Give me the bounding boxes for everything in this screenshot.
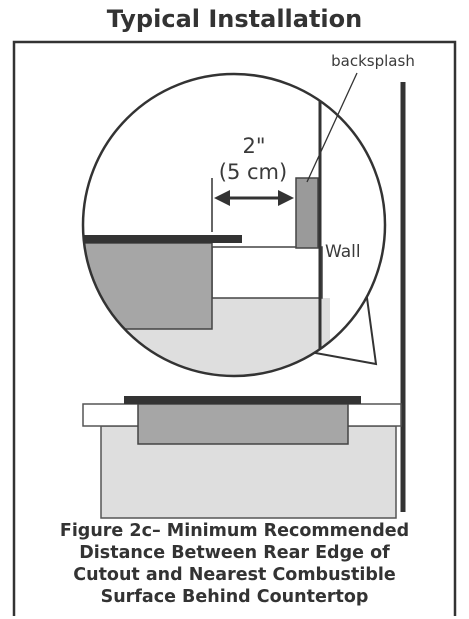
dimension-arrowhead-left [214,190,230,206]
cooktop-unit [137,403,349,445]
backsplash-label: backsplash [331,52,415,70]
wall-label: Wall [325,242,361,262]
dimension-arrowhead-right [278,190,294,206]
detail-counter-edge [211,246,323,299]
detail-cooktop-plate [83,235,242,243]
caption-line-1: Figure 2c– Minimum Recommended [59,521,410,541]
detail-cooktop-body [83,242,213,330]
dimension-metric-label: (5 cm) [219,160,287,184]
caption-line-4: Surface Behind Countertop [100,587,369,607]
cooktop-top-plate [124,396,361,404]
caption-line-3: Cutout and Nearest Combustible [73,565,396,585]
diagram-title: Typical Installation [106,5,363,33]
caption-line-2: Distance Between Rear Edge of [79,543,390,563]
outer-frame [12,40,457,616]
backsplash-leader-line [306,72,358,183]
dimension-imperial-label: 2" [242,134,265,158]
detail-backsplash [295,177,319,249]
figure-caption: Figure 2c– Minimum Recommended Distance … [30,520,439,608]
detail-circle-outline [81,72,387,378]
